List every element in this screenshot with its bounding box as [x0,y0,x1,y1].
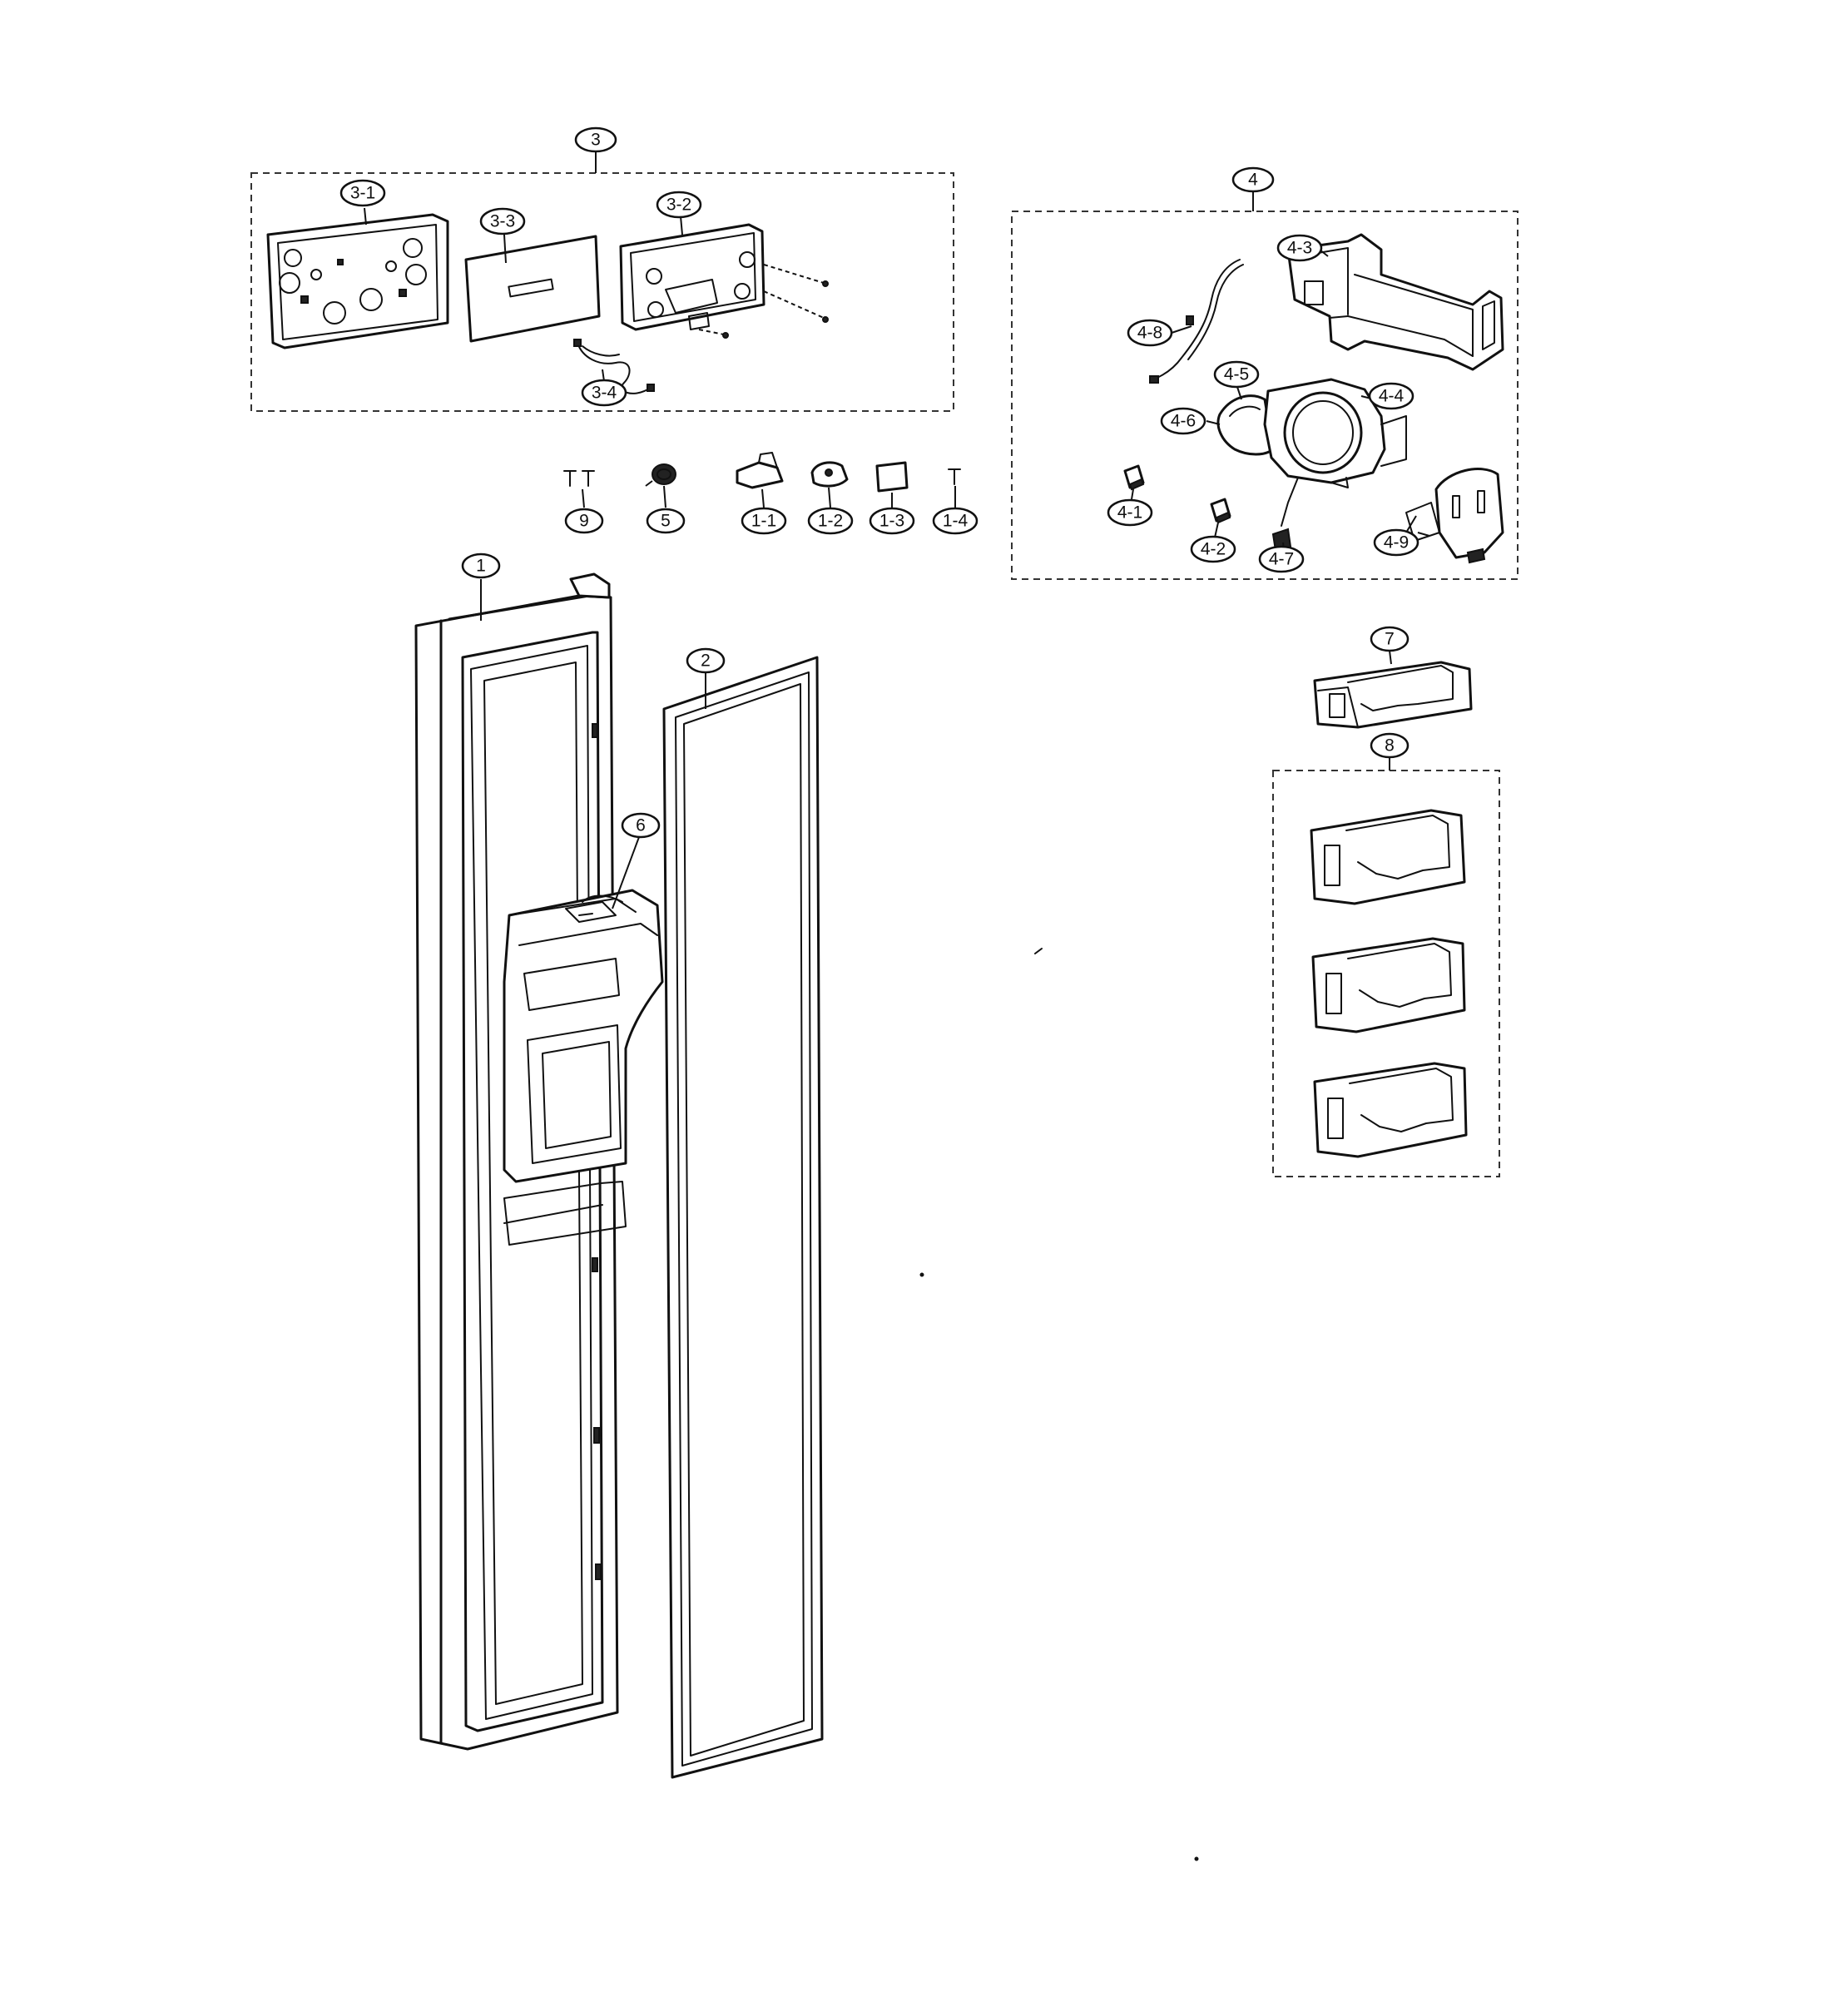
svg-text:6: 6 [636,816,646,835]
callout-2: 2 [686,647,726,674]
callout-4-8: 4-8 [1127,319,1173,347]
svg-text:1-3: 1-3 [879,512,904,531]
callout-1-1: 1-1 [741,507,787,535]
svg-text:7: 7 [1385,630,1395,649]
svg-text:8: 8 [1385,736,1395,756]
svg-text:1-2: 1-2 [818,512,843,531]
part-4-7-spring [1271,477,1299,557]
svg-text:4-5: 4-5 [1224,365,1249,384]
svg-text:4-9: 4-9 [1384,533,1409,553]
part-3-4-wire-harness [573,339,655,394]
callout-5: 5 [646,508,686,534]
part-7-door-bin [1313,661,1473,729]
callout-4-1: 4-1 [1107,498,1153,527]
part-8-door-bin-upper [1310,809,1466,905]
callout-6: 6 [621,812,661,839]
callout-4-5: 4-5 [1213,360,1260,389]
part-9-screws [563,470,595,487]
svg-text:4-3: 4-3 [1287,239,1312,258]
callout-9: 9 [564,508,604,534]
svg-text:2: 2 [701,652,711,671]
svg-text:4-7: 4-7 [1269,550,1294,569]
group-4-frame [1011,211,1519,580]
part-1-1-hinge-bracket [736,452,784,489]
group-8-frame [1272,770,1500,1177]
part-3-3-cover-plate [464,235,601,343]
part-1-door-assembly [414,572,664,1751]
svg-text:3-1: 3-1 [350,184,375,203]
part-3-2-dispenser-housing [619,223,829,339]
part-1-4-screw [948,468,961,485]
part-1-2-hinge-cap [810,461,849,488]
part-8-door-bin-lower [1313,1062,1468,1158]
callout-1-4: 1-4 [932,507,978,535]
callout-4-9: 4-9 [1373,528,1419,557]
callout-7: 7 [1370,626,1410,652]
svg-text:4-1: 4-1 [1117,503,1142,523]
part-8-door-bin-middle [1311,937,1466,1033]
svg-text:9: 9 [579,512,589,531]
part-6-chute [565,901,617,923]
callout-4-7: 4-7 [1258,545,1305,573]
svg-text:1-1: 1-1 [751,512,776,531]
part-4-5-motor-cover [1216,394,1275,456]
callout-3-3: 3-3 [479,207,526,235]
callout-4-6: 4-6 [1160,407,1206,435]
part-4-1-clip [1123,464,1145,491]
part-4-3-icemaker-bracket [1286,233,1504,371]
svg-text:4: 4 [1248,171,1258,190]
svg-text:3-2: 3-2 [666,196,691,215]
callout-3-2: 3-2 [656,191,702,219]
part-1-3-cap [875,461,909,493]
callout-3-4: 3-4 [581,379,627,407]
part-4-9-switch-bracket [1405,468,1504,564]
callout-4: 4 [1231,166,1275,193]
svg-text:1: 1 [476,557,486,576]
svg-text:3-3: 3-3 [490,212,515,231]
callout-4-4: 4-4 [1368,382,1414,410]
svg-text:5: 5 [661,512,671,531]
group-3-frame [250,172,954,412]
part-5-coil [645,463,676,487]
svg-text:4-6: 4-6 [1171,412,1196,431]
svg-text:4-8: 4-8 [1137,324,1162,343]
part-4-8-harness [1149,259,1244,384]
callout-1-3: 1-3 [869,507,915,535]
svg-text:3-4: 3-4 [592,384,617,403]
part-3-1-control-panel [266,213,449,349]
svg-text:4-4: 4-4 [1379,387,1405,406]
callout-4-2: 4-2 [1190,535,1236,563]
part-4-2-clip [1210,498,1231,524]
part-2-door-gasket [662,656,824,1779]
svg-text:4-2: 4-2 [1201,540,1226,559]
part-4-4-auger-motor [1263,378,1407,488]
svg-text:1-4: 1-4 [943,512,969,531]
callout-4-3: 4-3 [1276,234,1323,262]
callout-1-2: 1-2 [807,507,854,535]
callout-3: 3 [574,126,617,153]
callout-3-1: 3-1 [339,179,386,207]
callout-1: 1 [461,553,501,579]
svg-text:3: 3 [591,131,601,150]
callout-8: 8 [1370,732,1410,759]
